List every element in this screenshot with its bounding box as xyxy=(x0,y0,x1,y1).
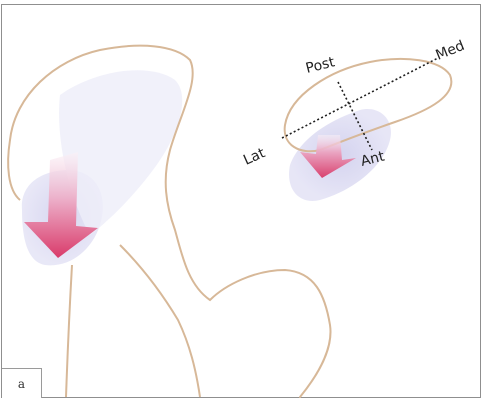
panel-label: a xyxy=(2,368,42,398)
bone-outline-left-shaft xyxy=(66,265,72,397)
label-post: Post xyxy=(304,54,337,77)
label-med: Med xyxy=(434,38,467,64)
label-lat: Lat xyxy=(241,145,268,169)
bone-outline-left-inner xyxy=(120,245,200,397)
bone-outline-left-edge xyxy=(8,140,20,200)
